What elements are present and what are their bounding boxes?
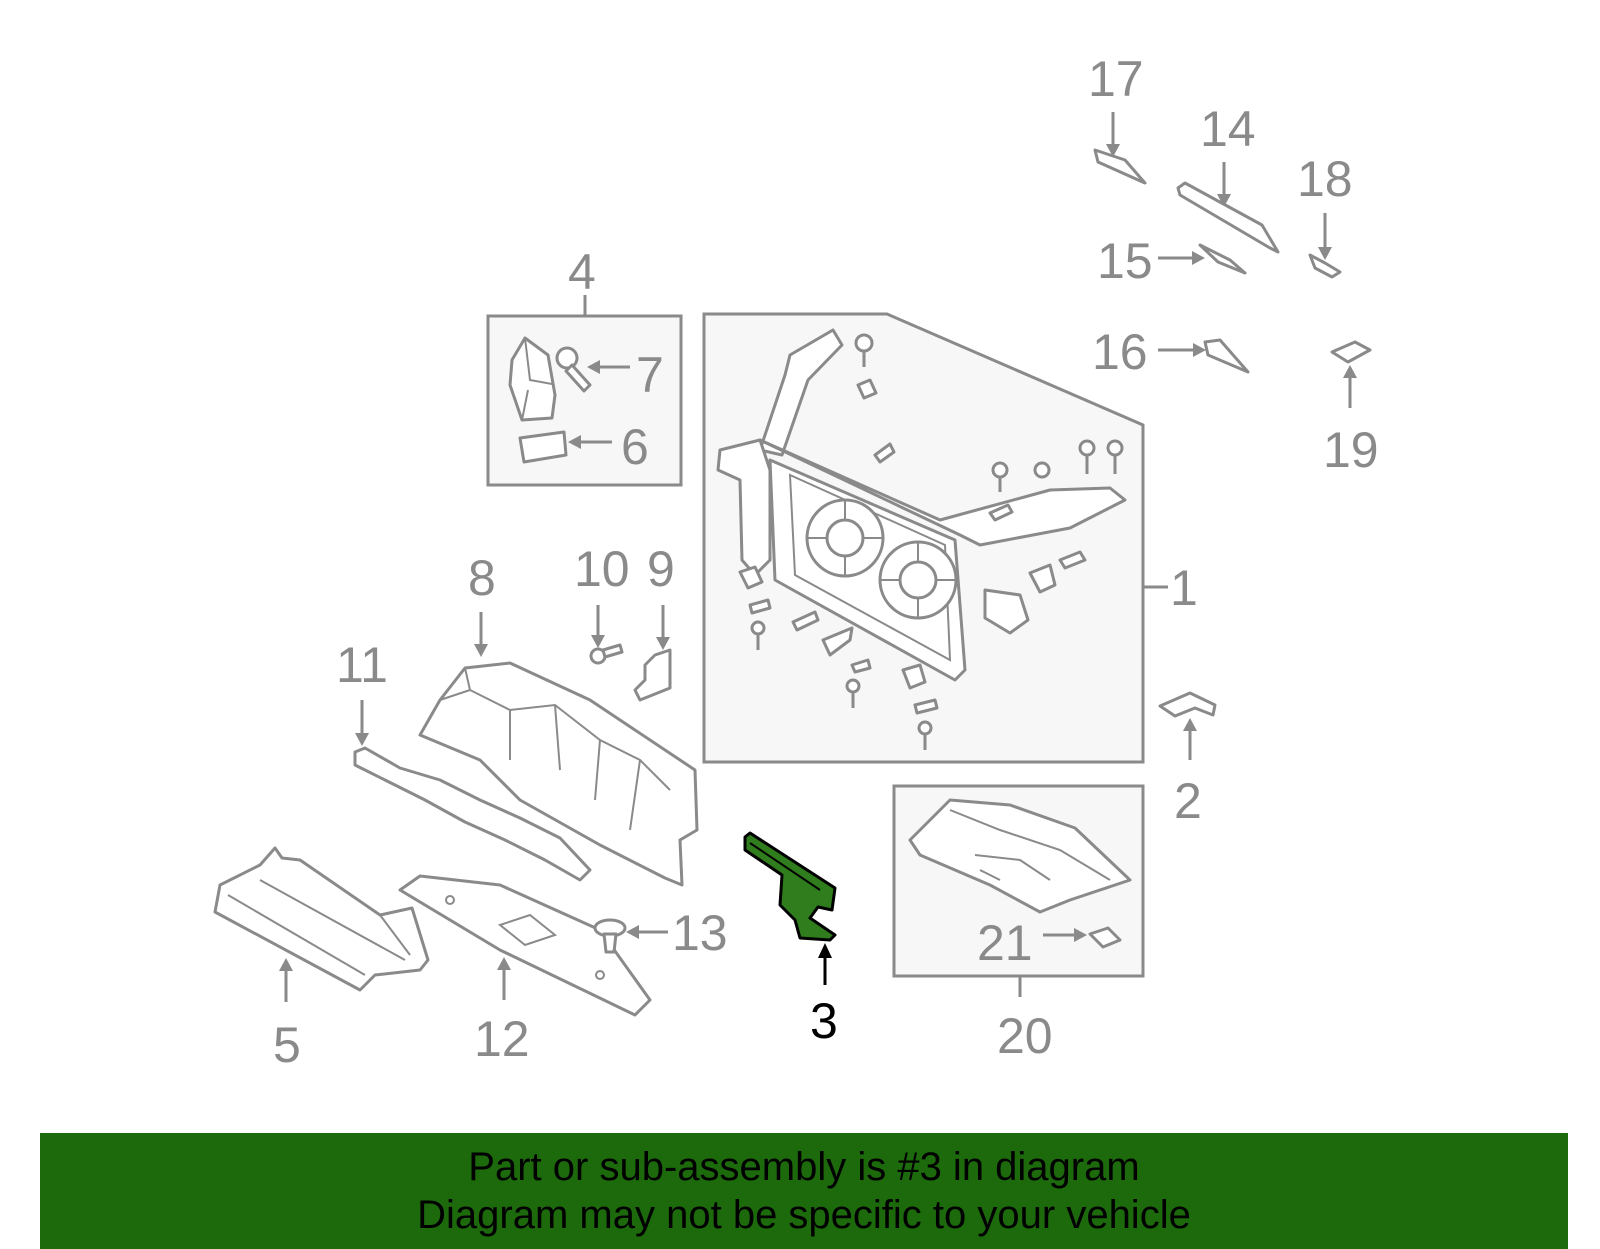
callout-21[interactable]: 21 bbox=[977, 915, 1033, 971]
part-5-panel bbox=[213, 846, 430, 992]
part-15-clip bbox=[1198, 243, 1247, 275]
part-21-clip bbox=[1088, 926, 1122, 949]
part-16-clip bbox=[1203, 338, 1250, 374]
callout-14[interactable]: 14 bbox=[1200, 101, 1256, 157]
part-18-clip bbox=[1308, 253, 1342, 279]
banner-line-1: Part or sub-assembly is #3 in diagram bbox=[468, 1145, 1140, 1189]
part-6-clip bbox=[518, 430, 568, 464]
callout-20[interactable]: 20 bbox=[997, 1008, 1053, 1064]
callout-16[interactable]: 16 bbox=[1092, 324, 1148, 380]
part-19-clip bbox=[1330, 340, 1372, 364]
callout-18[interactable]: 18 bbox=[1297, 151, 1353, 207]
part-10-bolt bbox=[589, 643, 624, 665]
part-8-deflector bbox=[418, 661, 699, 887]
callout-3[interactable]: 3 bbox=[810, 993, 838, 1049]
part-9-clip bbox=[633, 648, 672, 702]
callout-1[interactable]: 1 bbox=[1170, 560, 1198, 616]
callout-12[interactable]: 12 bbox=[474, 1011, 530, 1067]
callout-13[interactable]: 13 bbox=[672, 905, 728, 961]
info-banner: Part or sub-assembly is #3 in diagram Di… bbox=[40, 1133, 1568, 1249]
callout-10[interactable]: 10 bbox=[574, 541, 630, 597]
callout-17[interactable]: 17 bbox=[1088, 51, 1144, 107]
callout-15[interactable]: 15 bbox=[1097, 233, 1153, 289]
banner-line-2: Diagram may not be specific to your vehi… bbox=[417, 1193, 1191, 1237]
callout-4[interactable]: 4 bbox=[568, 244, 596, 300]
part-bracket bbox=[508, 336, 557, 422]
part-3-bracket-highlighted[interactable] bbox=[743, 831, 837, 942]
part-2-bracket bbox=[1158, 691, 1217, 718]
part-7-bolt bbox=[555, 346, 592, 393]
callout-9[interactable]: 9 bbox=[647, 541, 675, 597]
part-13-pushpin bbox=[593, 918, 627, 954]
callout-19[interactable]: 19 bbox=[1323, 422, 1379, 478]
part-17-clip bbox=[1093, 148, 1147, 185]
callout-8[interactable]: 8 bbox=[468, 550, 496, 606]
part-20-shield bbox=[908, 798, 1132, 914]
callout-11[interactable]: 11 bbox=[336, 637, 388, 693]
part-1-radiator-support bbox=[716, 328, 1127, 750]
callout-5[interactable]: 5 bbox=[273, 1017, 301, 1073]
part-14-strip bbox=[1176, 181, 1280, 254]
callout-7[interactable]: 7 bbox=[636, 347, 664, 403]
part-11-strip bbox=[353, 746, 592, 882]
callout-2[interactable]: 2 bbox=[1174, 773, 1202, 829]
callout-6[interactable]: 6 bbox=[621, 419, 649, 475]
